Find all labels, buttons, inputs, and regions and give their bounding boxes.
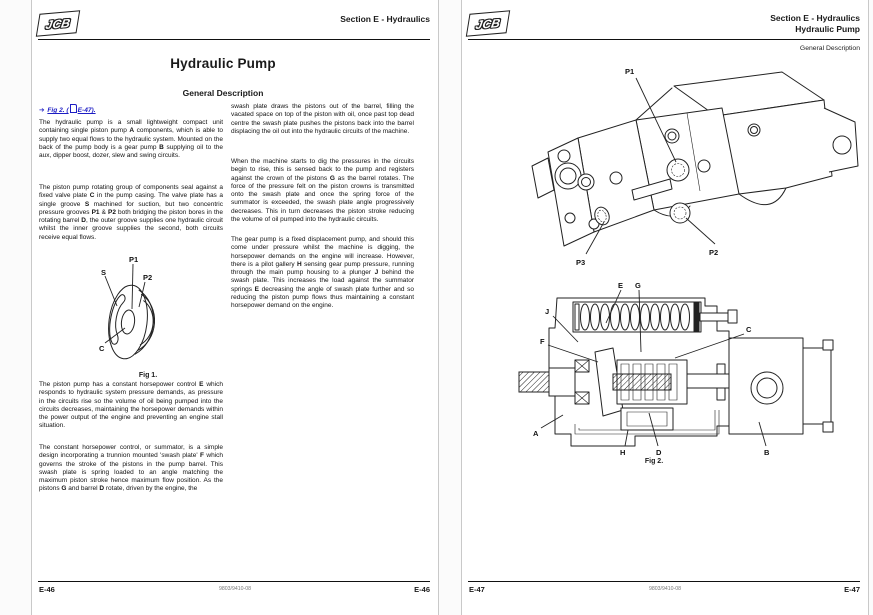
fig2-label-b: B	[764, 448, 770, 457]
fig2-label-a: A	[533, 429, 539, 438]
fig2-cross-section-diagram: E G J F C A H D B	[517, 281, 863, 457]
arrow-icon: ➔	[39, 107, 45, 114]
paragraph: swash plate draws the pistons out of the…	[231, 103, 414, 135]
fig2-label-d: D	[656, 448, 662, 457]
paragraph: The piston pump has a constant horsepowe…	[39, 381, 223, 430]
paragraph: The hydraulic pump is a small lightweigh…	[39, 119, 223, 159]
fig2-label-j: J	[545, 307, 549, 316]
fig1-valve-plate-diagram: S P1 P2 C	[99, 255, 214, 371]
footer-rule	[38, 581, 430, 582]
jcb-logo: JCB	[35, 10, 81, 37]
figref-text: Fig 2. (	[47, 107, 69, 114]
page-subtitle: General Description	[182, 88, 264, 98]
fig2-label-f: F	[540, 337, 545, 346]
fig2-label-g: G	[635, 281, 641, 290]
paragraph: The piston pump rotating group of compon…	[39, 184, 224, 241]
document-icon	[69, 104, 77, 113]
manual-page-left: JCB Section E - Hydraulics Hydraulic Pum…	[31, 0, 439, 615]
figref-page: E-47).	[77, 107, 96, 114]
iso-label-p2: P2	[709, 248, 718, 257]
paragraph: When the machine starts to dig the press…	[231, 158, 414, 223]
fig2-label-h: H	[620, 448, 625, 457]
jcb-logo-text: JCB	[44, 15, 72, 32]
header-rule	[38, 39, 430, 40]
paragraph: The constant horsepower control, or summ…	[39, 444, 223, 493]
header-section-title: Section E - Hydraulics	[340, 14, 430, 24]
header-subsection: General Description	[799, 45, 860, 52]
fig1-caption: Fig 1.	[138, 372, 158, 379]
footer-publication-number: 9803/9410-08	[218, 586, 252, 592]
footer-page-number-right: E-46	[414, 585, 430, 594]
footer-page-number-left: E-47	[469, 585, 485, 594]
iso-label-p3: P3	[576, 258, 585, 267]
footer-page-number-right: E-47	[844, 585, 860, 594]
header-section-title: Section E - Hydraulics Hydraulic Pump	[770, 13, 860, 34]
fig1-label-p2: P2	[143, 273, 152, 282]
footer-rule	[468, 581, 860, 582]
iso-label-p1: P1	[625, 67, 634, 76]
footer-page-number-left: E-46	[39, 585, 55, 594]
fig1-label-s: S	[101, 268, 106, 277]
manual-page-right: JCB Section E - Hydraulics Hydraulic Pum…	[461, 0, 869, 615]
fig1-label-c: C	[99, 344, 105, 353]
page-title: Hydraulic Pump	[170, 56, 276, 71]
paragraph: The gear pump is a fixed displacement pu…	[231, 236, 414, 309]
fig2-caption: Fig 2.	[644, 458, 664, 465]
pump-isometric-diagram: P1 P2 P3	[524, 67, 864, 267]
fig2-label-e: E	[618, 281, 623, 290]
jcb-logo-text: JCB	[474, 15, 502, 32]
header-section-line: Section E - Hydraulics	[770, 13, 860, 23]
footer-publication-number: 9803/9410-08	[648, 586, 682, 592]
figure-reference-link[interactable]: ➔ Fig 2. ( E-47).	[39, 104, 96, 114]
fig2-label-c: C	[746, 325, 752, 334]
header-rule	[468, 39, 860, 40]
header-chapter-line: Hydraulic Pump	[795, 23, 860, 34]
jcb-logo: JCB	[465, 10, 511, 37]
fig1-label-p1: P1	[129, 255, 138, 264]
